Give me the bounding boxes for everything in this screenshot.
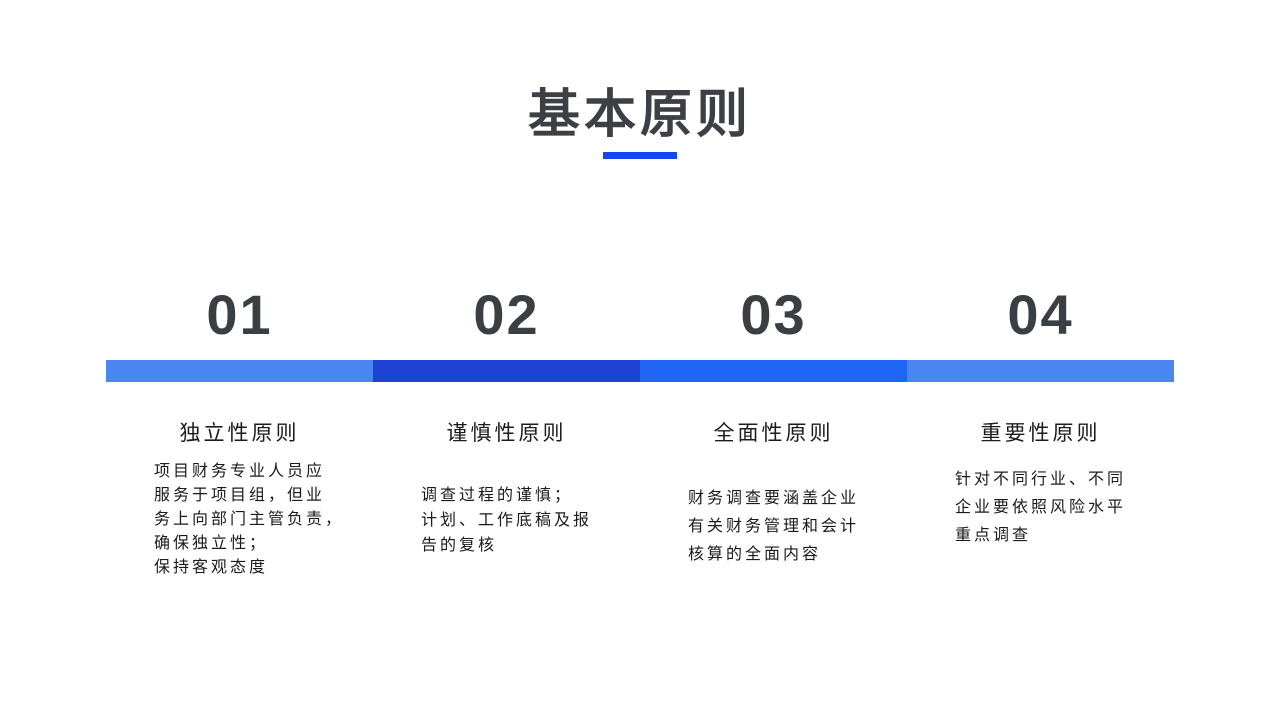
column-heading: 全面性原则 bbox=[713, 421, 834, 445]
column-number: 01 bbox=[206, 283, 273, 346]
column-bar-segment bbox=[106, 360, 373, 382]
principle-column-4: 04 重要性原则 针对不同行业、不同 企业要依照风险水平 重点调查 bbox=[907, 270, 1174, 580]
column-number: 04 bbox=[1007, 283, 1074, 346]
title-underline bbox=[603, 152, 677, 159]
principle-column-2: 02 谨慎性原则 调查过程的谨慎； 计划、工作底稿及报 告的复核 bbox=[373, 270, 640, 580]
column-heading: 独立性原则 bbox=[179, 421, 300, 445]
principles-row: 01 独立性原则 项目财务专业人员应 服务于项目组，但业 务上向部门主管负责， … bbox=[106, 270, 1174, 580]
page-title: 基本原则 bbox=[527, 86, 752, 144]
principle-column-3: 03 全面性原则 财务调查要涵盖企业 有关财务管理和会计 核算的全面内容 bbox=[640, 270, 907, 580]
column-bar-segment bbox=[640, 360, 907, 382]
column-number: 03 bbox=[740, 283, 807, 346]
column-body: 针对不同行业、不同 企业要依照风险水平 重点调查 bbox=[955, 471, 1127, 544]
column-heading: 谨慎性原则 bbox=[446, 421, 567, 445]
column-body: 财务调查要涵盖企业 有关财务管理和会计 核算的全面内容 bbox=[688, 490, 860, 563]
column-number: 02 bbox=[473, 283, 540, 346]
column-heading: 重要性原则 bbox=[980, 421, 1101, 445]
principle-column-1: 01 独立性原则 项目财务专业人员应 服务于项目组，但业 务上向部门主管负责， … bbox=[106, 270, 373, 580]
column-body: 调查过程的谨慎； 计划、工作底稿及报 告的复核 bbox=[421, 487, 593, 554]
column-bar-segment bbox=[373, 360, 640, 382]
column-body: 项目财务专业人员应 服务于项目组，但业 务上向部门主管负责， 确保独立性； 保持… bbox=[154, 463, 345, 576]
column-bar-segment bbox=[907, 360, 1174, 382]
